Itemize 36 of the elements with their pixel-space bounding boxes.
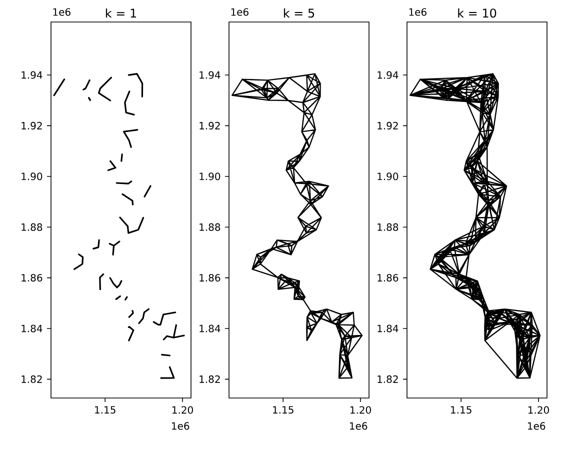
tick-label: 1.92	[22, 122, 42, 130]
axis-offset-label: 1e6	[350, 422, 368, 430]
tick-label: 1.90	[22, 172, 42, 180]
tick-label: 1.92	[378, 122, 398, 130]
tick-label: 1.88	[22, 223, 42, 231]
tick-label: 1.92	[200, 122, 220, 130]
tick-label: 1.94	[200, 71, 220, 79]
panel-title: k = 1	[106, 8, 136, 18]
tick-label: 1.88	[200, 223, 220, 231]
tick-label: 1.86	[378, 274, 398, 282]
tick-label: 1.20	[350, 406, 371, 414]
panel-title: k = 10	[458, 8, 496, 18]
tick-label: 1.15	[273, 406, 294, 414]
tick-label: 1.84	[378, 324, 398, 332]
tick-label: 1.15	[95, 406, 116, 414]
tick-label: 1.82	[200, 375, 220, 383]
axis-offset-label: 1e6	[231, 8, 248, 16]
tick-label: 1.94	[22, 71, 42, 79]
panel-title: k = 5	[284, 8, 314, 18]
tick-label: 1.84	[200, 324, 220, 332]
axis-offset-label: 1e6	[53, 8, 70, 16]
tick-label: 1.20	[528, 406, 549, 414]
axis-offset-label: 1e6	[528, 422, 546, 430]
axis-offset-label: 1e6	[409, 8, 426, 16]
tick-label: 1.15	[451, 406, 472, 414]
tick-label: 1.84	[22, 324, 42, 332]
axis-offset-label: 1e6	[172, 422, 190, 430]
tick-label: 1.88	[378, 223, 398, 231]
tick-label: 1.86	[22, 274, 42, 282]
tick-label: 1.82	[22, 375, 42, 383]
tick-label: 1.86	[200, 274, 220, 282]
tick-label: 1.90	[378, 172, 398, 180]
tick-label: 1.90	[200, 172, 220, 180]
tick-label: 1.20	[172, 406, 193, 414]
tick-label: 1.94	[378, 71, 398, 79]
tick-label: 1.82	[378, 375, 398, 383]
